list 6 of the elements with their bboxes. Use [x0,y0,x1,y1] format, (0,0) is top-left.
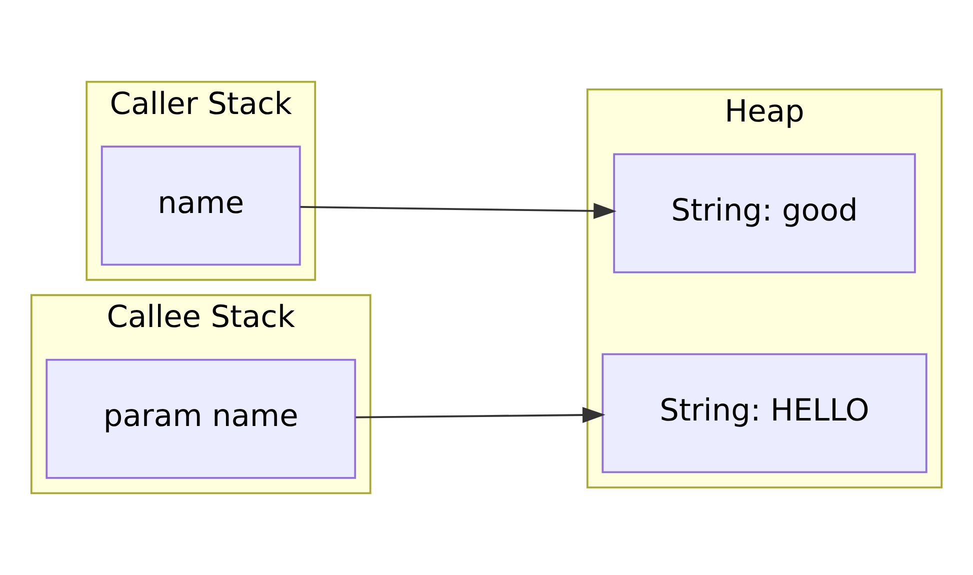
arrow [356,407,606,424]
node-box: name [100,146,301,266]
node-box: param name [46,358,356,479]
node-box: String: HELLO [602,353,928,474]
node-box: String: good [613,153,916,274]
arrow [300,202,616,219]
